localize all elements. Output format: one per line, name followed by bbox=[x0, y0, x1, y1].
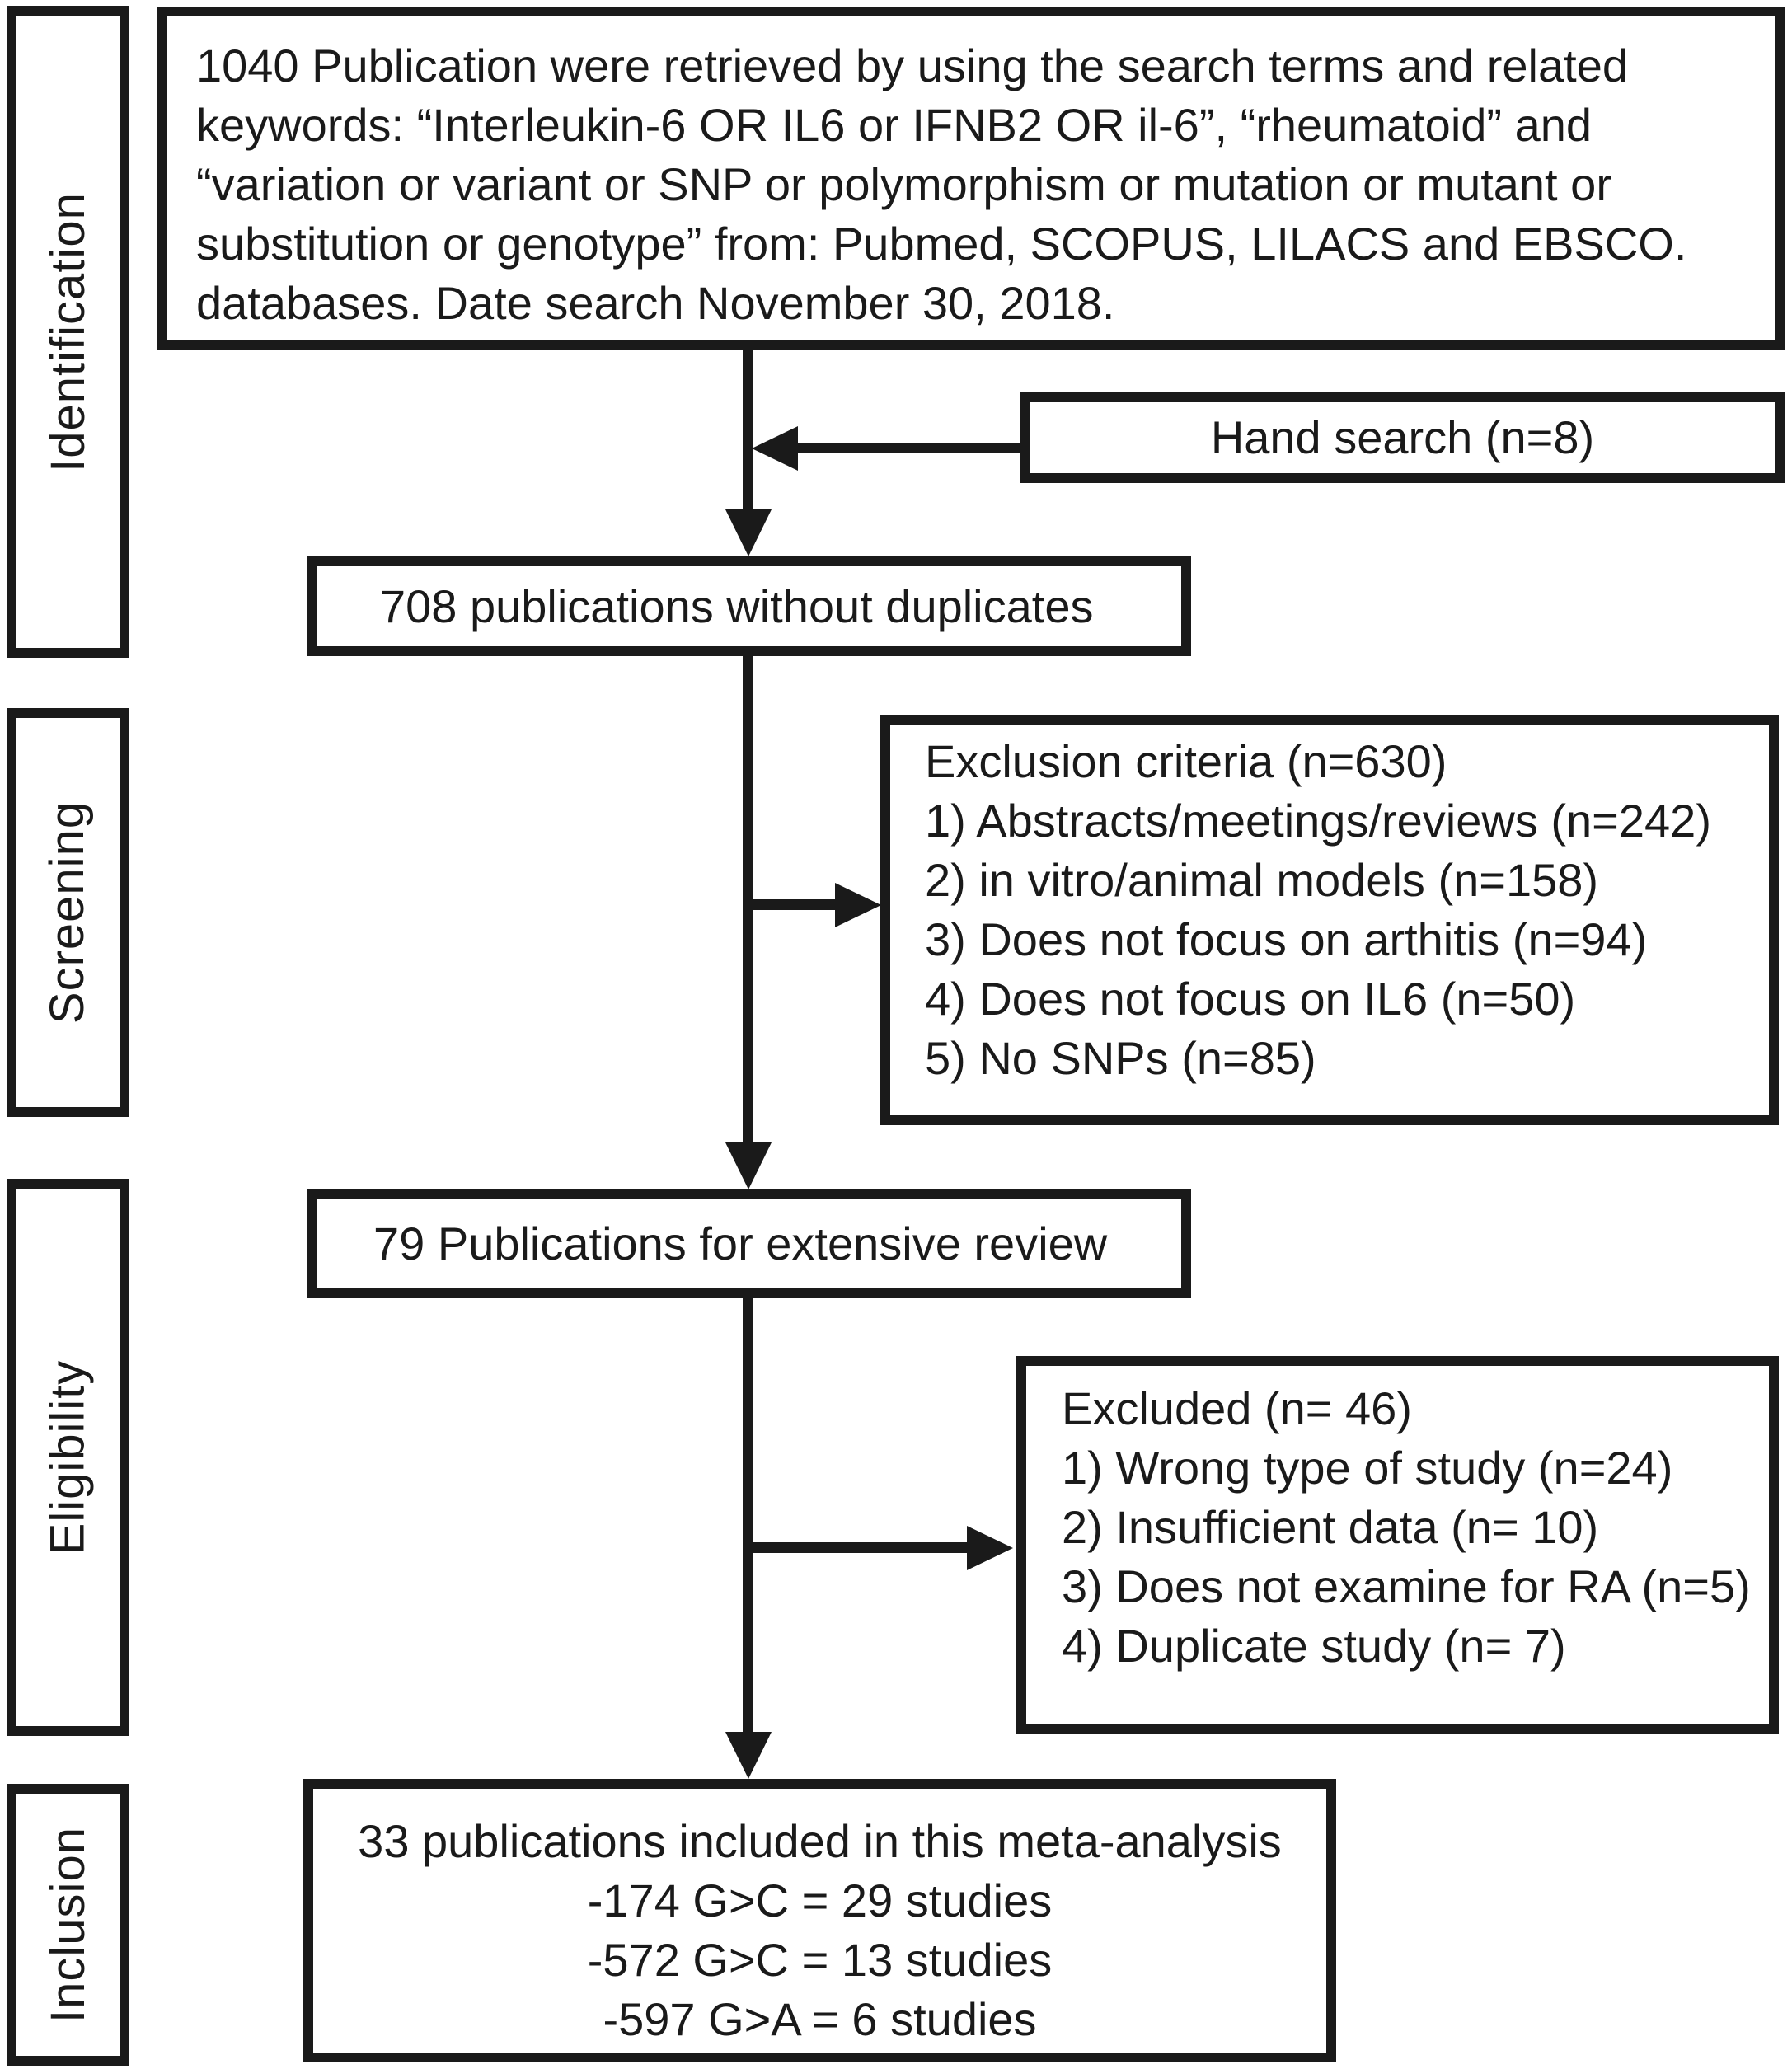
text-line: 2) Insufficient data (n= 10) bbox=[1062, 1501, 1599, 1553]
arrow-to-exclusion-shaft bbox=[748, 899, 835, 910]
box-records-retrieved: 1040 Publication were retrieved by using… bbox=[157, 7, 1785, 350]
text-line: keywords: “Interleukin-6 OR IL6 or IFNB2… bbox=[196, 99, 1593, 151]
stage-label-identification: Identification bbox=[40, 191, 95, 472]
text-line: 5) No SNPs (n=85) bbox=[925, 1032, 1316, 1084]
stage-label-screening: Screening bbox=[40, 800, 95, 1025]
stage-box-eligibility: Eligibility bbox=[7, 1179, 129, 1736]
text-line: 1040 Publication were retrieved by using… bbox=[196, 40, 1628, 91]
stage-label-eligibility: Eligibility bbox=[40, 1359, 95, 1555]
text-line: -597 G>A = 6 studies bbox=[603, 1993, 1037, 2045]
text-line: 33 publications included in this meta-an… bbox=[358, 1815, 1282, 1867]
box-extensive-review: 79 Publications for extensive review bbox=[307, 1189, 1191, 1298]
text-line: databases. Date search November 30, 2018… bbox=[196, 277, 1115, 329]
stage-box-identification: Identification bbox=[7, 6, 129, 658]
text-line: -572 G>C = 13 studies bbox=[587, 1934, 1053, 1986]
text-line: -174 G>C = 29 studies bbox=[587, 1874, 1053, 1926]
text-line: 4) Duplicate study (n= 7) bbox=[1062, 1620, 1566, 1672]
arrow-to-excluded-head bbox=[967, 1526, 1013, 1570]
text-line: 4) Does not focus on IL6 (n=50) bbox=[925, 973, 1576, 1025]
text-line: 1) Wrong type of study (n=24) bbox=[1062, 1442, 1673, 1494]
arrow-to-exclusion-head bbox=[835, 883, 881, 927]
hand-search-text: Hand search (n=8) bbox=[1210, 411, 1595, 463]
arrow-hand-search-shaft bbox=[796, 443, 1020, 453]
arrow-review-to-included-head bbox=[725, 1732, 772, 1779]
extensive-review-text: 79 Publications for extensive review bbox=[373, 1217, 1108, 1269]
box-hand-search: Hand search (n=8) bbox=[1020, 392, 1785, 483]
text-line: substitution or genotype” from: Pubmed, … bbox=[196, 218, 1687, 270]
text-line: Excluded (n= 46) bbox=[1062, 1382, 1412, 1434]
text-line: 1) Abstracts/meetings/reviews (n=242) bbox=[925, 795, 1711, 847]
arrow-duplicates-to-review-head bbox=[725, 1142, 772, 1189]
box-exclusion-criteria: Exclusion criteria (n=630) 1) Abstracts/m… bbox=[880, 715, 1779, 1125]
stage-box-inclusion: Inclusion bbox=[7, 1784, 129, 2066]
text-line: “variation or variant or SNP or polymorp… bbox=[196, 158, 1611, 210]
stage-box-screening: Screening bbox=[7, 708, 129, 1117]
text-line: 2) in vitro/animal models (n=158) bbox=[925, 854, 1599, 906]
arrow-retrieved-to-duplicates-shaft bbox=[743, 349, 753, 509]
box-excluded: Excluded (n= 46) 1) Wrong type of study (… bbox=[1016, 1356, 1779, 1734]
arrow-review-to-included-shaft bbox=[743, 1297, 753, 1732]
box-without-duplicates: 708 publications without duplicates bbox=[307, 556, 1191, 656]
arrow-hand-search-head bbox=[752, 426, 798, 471]
arrow-retrieved-to-duplicates-head bbox=[725, 509, 772, 556]
text-line: Exclusion criteria (n=630) bbox=[925, 735, 1447, 787]
text-line: 3) Does not examine for RA (n=5) bbox=[1062, 1560, 1751, 1612]
text-line: 3) Does not focus on arthitis (n=94) bbox=[925, 913, 1648, 965]
stage-label-inclusion: Inclusion bbox=[40, 1827, 95, 2023]
arrow-duplicates-to-review-shaft bbox=[743, 654, 753, 1142]
without-duplicates-text: 708 publications without duplicates bbox=[380, 579, 1094, 632]
box-included-meta-analysis: 33 publications included in this meta-an… bbox=[303, 1779, 1336, 2062]
arrow-to-excluded-shaft bbox=[748, 1542, 967, 1553]
